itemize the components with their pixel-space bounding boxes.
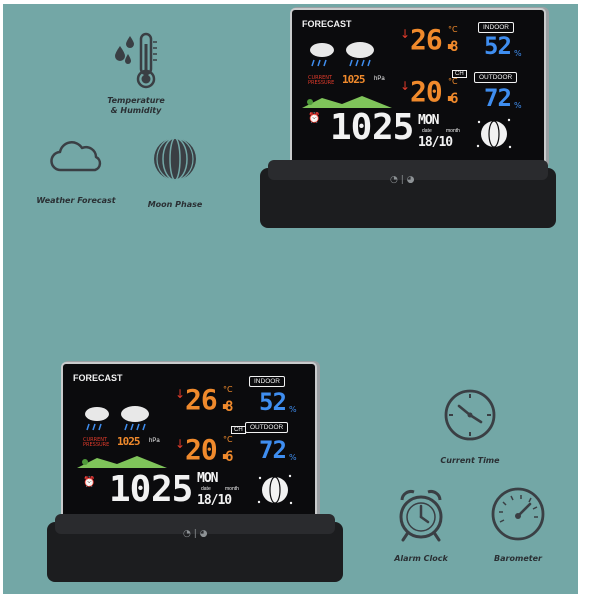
outdoor-humidity-unit: %	[289, 453, 297, 462]
background-panel: Temperature & Humidity Weather Forecast …	[3, 4, 578, 594]
date-value: 18/10	[197, 493, 232, 508]
outdoor-temp-unit: °C	[448, 77, 458, 86]
cloud-icon	[50, 141, 102, 172]
pressure-label: CURRENT PRESSURE	[308, 75, 335, 86]
channel-indicator: CH	[452, 70, 467, 78]
device-base-top	[55, 514, 335, 534]
pressure-value: 1025	[342, 73, 365, 86]
moon-phase-icon	[154, 137, 196, 181]
date-label: date	[201, 486, 211, 492]
feature-label-weather-forecast: Weather Forecast	[36, 196, 116, 205]
feature-label-moon-phase: Moon Phase	[147, 200, 203, 209]
alarm-indicator-icon: ⏰	[83, 477, 96, 488]
forecast-label: FORECAST	[73, 373, 123, 383]
device-base-top	[268, 160, 548, 180]
date-label: date	[422, 128, 432, 134]
pressure-unit: hPa	[374, 76, 385, 82]
weather-station-top: ◔ | ◕ FORECAST INDOOR OUTDOOR CURRENT PR…	[260, 10, 558, 232]
feature-moon-phase: Moon Phase	[133, 136, 217, 210]
time-hour: 10	[109, 469, 151, 510]
month-label: month	[446, 128, 460, 134]
feature-alarm-clock: Alarm Clock	[376, 486, 466, 564]
weekday: MON	[197, 471, 219, 486]
indoor-trend-arrow: ↓	[175, 387, 186, 401]
pressure-value: 1025	[117, 435, 140, 448]
landscape-icon	[77, 456, 167, 468]
indoor-temp-unit: °C	[448, 25, 458, 34]
outdoor-temp-main: 20.	[410, 75, 459, 108]
indoor-temp-decimal: 8	[225, 399, 234, 415]
indoor-temp-main: 26.	[185, 383, 234, 416]
outdoor-temp-decimal: 6	[225, 449, 234, 465]
landscape-icon	[302, 96, 392, 108]
feature-label-temperature-humidity: Temperature & Humidity	[107, 96, 165, 115]
touch-buttons-icon[interactable]: ◔ | ◕	[183, 529, 208, 539]
feature-label-barometer: Barometer	[494, 554, 542, 563]
alarm-indicator-icon: ⏰	[308, 113, 321, 124]
indoor-temp-unit: °C	[223, 385, 233, 394]
channel-indicator: CH	[231, 426, 246, 434]
feature-temperature-humidity: Temperature & Humidity	[91, 30, 181, 116]
feature-current-time: Current Time	[425, 388, 515, 466]
feature-label-alarm-clock: Alarm Clock	[394, 554, 448, 563]
indoor-humidity: 52	[484, 32, 512, 60]
pressure-label: CURRENT PRESSURE	[83, 437, 110, 448]
indoor-label: INDOOR	[478, 22, 514, 33]
rain-cloud-icon	[85, 406, 149, 431]
indoor-humidity-unit: %	[289, 405, 297, 414]
indoor-label: INDOOR	[249, 376, 285, 387]
outdoor-humidity: 72	[259, 436, 287, 464]
thermometer-droplets-icon	[115, 32, 157, 89]
moon-display-icon	[257, 474, 293, 505]
pressure-unit: hPa	[149, 438, 160, 444]
indoor-humidity: 52	[259, 388, 287, 416]
outdoor-temp-unit: °C	[223, 435, 233, 444]
outdoor-humidity: 72	[484, 84, 512, 112]
outdoor-label: OUTDOOR	[245, 422, 289, 433]
outdoor-humidity-unit: %	[514, 101, 522, 110]
indoor-humidity-unit: %	[514, 49, 522, 58]
outdoor-trend-arrow: ↓	[400, 79, 411, 93]
outdoor-trend-arrow: ↓	[175, 437, 186, 451]
date-value: 18/10	[418, 135, 453, 150]
time-hour: 10	[330, 107, 372, 148]
time-minute: 25	[372, 107, 414, 148]
clock-icon	[444, 389, 496, 441]
indoor-trend-arrow: ↓	[400, 27, 411, 41]
alarm-clock-icon	[399, 490, 443, 542]
time-minute: 25	[151, 469, 193, 510]
outdoor-temp-main: 20.	[185, 433, 234, 466]
outdoor-label: OUTDOOR	[474, 72, 518, 83]
indoor-temp-main: 26.	[410, 23, 459, 56]
weekday: MON	[418, 113, 440, 128]
forecast-label: FORECAST	[302, 19, 352, 29]
feature-label-current-time: Current Time	[440, 456, 500, 465]
weather-station-bottom: ◔ | ◕ FORECAST INDOOR OUTDOOR CURRENT PR…	[47, 364, 343, 586]
outdoor-temp-decimal: 6	[450, 91, 459, 107]
barometer-gauge-icon	[491, 487, 545, 541]
rain-cloud-icon	[310, 42, 374, 67]
moon-display-icon	[476, 118, 512, 149]
indoor-temp-decimal: 8	[450, 39, 459, 55]
touch-buttons-icon[interactable]: ◔ | ◕	[390, 175, 415, 185]
feature-barometer: Barometer	[473, 486, 563, 564]
feature-weather-forecast: Weather Forecast	[31, 140, 121, 206]
month-label: month	[225, 486, 239, 492]
